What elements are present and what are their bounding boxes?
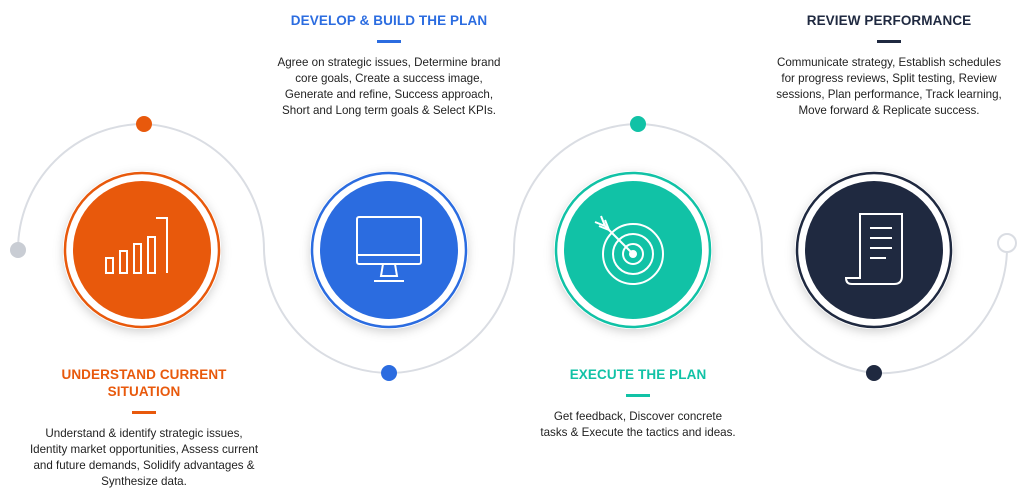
step-3-text: EXECUTE THE PLAN Get feedback, Discover …: [498, 366, 778, 441]
step-2-desc-line-4: Short and Long term goals & Select KPIs.: [282, 104, 496, 117]
step-2-title-line-1: DEVELOP & BUILD THE PLAN: [290, 13, 488, 28]
step-1-desc-line-3: and future demands, Solidify advantages …: [33, 459, 255, 472]
document-scroll-icon: [844, 213, 903, 285]
step-4-description: Communicate strategy, Establish schedule…: [748, 55, 1024, 119]
step-1-circle: [63, 171, 221, 329]
track-arc-8: [873, 249, 1008, 375]
track-arc-3: [263, 249, 390, 374]
step-1-title-line-2: SITUATION: [107, 384, 181, 399]
step-4-desc-line-3: sessions, Plan performance, Track learni…: [776, 88, 1002, 101]
connector-track: [17, 123, 1008, 375]
step-1-title: UNDERSTAND CURRENT SITUATION: [10, 366, 278, 400]
step-4-circle: [795, 171, 953, 329]
target-icon: [594, 215, 664, 285]
monitor-icon: [356, 216, 422, 282]
step-2-desc-line-3: Generate and refine, Success approach,: [284, 88, 494, 101]
track-arc-2: [143, 123, 266, 251]
track-arc-1: [17, 123, 145, 251]
track-arc-6: [637, 123, 763, 251]
step-4-text: REVIEW PERFORMANCE Communicate strategy,…: [748, 12, 1024, 119]
step-4-dot: [866, 365, 882, 381]
step-3-underline: [626, 394, 650, 397]
step-3-circle: [554, 171, 712, 329]
step-1-title-line-1: UNDERSTAND CURRENT: [61, 367, 227, 382]
step-1-text: UNDERSTAND CURRENT SITUATION Understand …: [10, 366, 278, 490]
step-1-desc-line-2: Identity market opportunities, Assess cu…: [29, 443, 259, 456]
track-start-dot: [10, 242, 26, 258]
step-3-desc-line-1: Get feedback, Discover concrete: [553, 410, 723, 423]
step-2-description: Agree on strategic issues, Determine bra…: [249, 55, 529, 119]
track-end-dot: [997, 233, 1017, 253]
step-2-underline: [377, 40, 401, 43]
step-4-desc-line-2: for progress reviews, Split testing, Rev…: [781, 72, 997, 85]
step-1-dot: [136, 116, 152, 132]
step-4-underline: [877, 40, 901, 43]
step-4-desc-line-1: Communicate strategy, Establish schedule…: [776, 56, 1002, 69]
step-2-circle: [310, 171, 468, 329]
track-arc-5: [513, 123, 639, 251]
step-1-description: Understand & identify strategic issues, …: [10, 426, 278, 490]
step-3-title: EXECUTE THE PLAN: [498, 366, 778, 383]
step-1-desc-line-1: Understand & identify strategic issues,: [45, 427, 243, 440]
step-3-description: Get feedback, Discover concrete tasks & …: [498, 409, 778, 441]
step-4-title-line-1: REVIEW PERFORMANCE: [806, 13, 972, 28]
step-1-underline: [132, 411, 156, 414]
step-3-desc-line-2: tasks & Execute the tactics and ideas.: [540, 426, 736, 439]
bar-chart-icon: [105, 217, 168, 274]
step-2-text: DEVELOP & BUILD THE PLAN Agree on strate…: [249, 12, 529, 119]
step-2-dot: [381, 365, 397, 381]
step-1-desc-line-4: Synthesize data.: [101, 475, 187, 488]
step-4-title: REVIEW PERFORMANCE: [748, 12, 1024, 29]
step-2-desc-line-1: Agree on strategic issues, Determine bra…: [277, 56, 501, 69]
track-arc-4: [388, 249, 515, 374]
step-3-title-line-1: EXECUTE THE PLAN: [569, 367, 707, 382]
track-arc-7: [761, 249, 875, 374]
step-4-desc-line-4: Move forward & Replicate success.: [798, 104, 980, 117]
step-2-desc-line-2: core goals, Create a success image,: [295, 72, 483, 85]
step-2-title: DEVELOP & BUILD THE PLAN: [249, 12, 529, 29]
step-3-dot: [630, 116, 646, 132]
